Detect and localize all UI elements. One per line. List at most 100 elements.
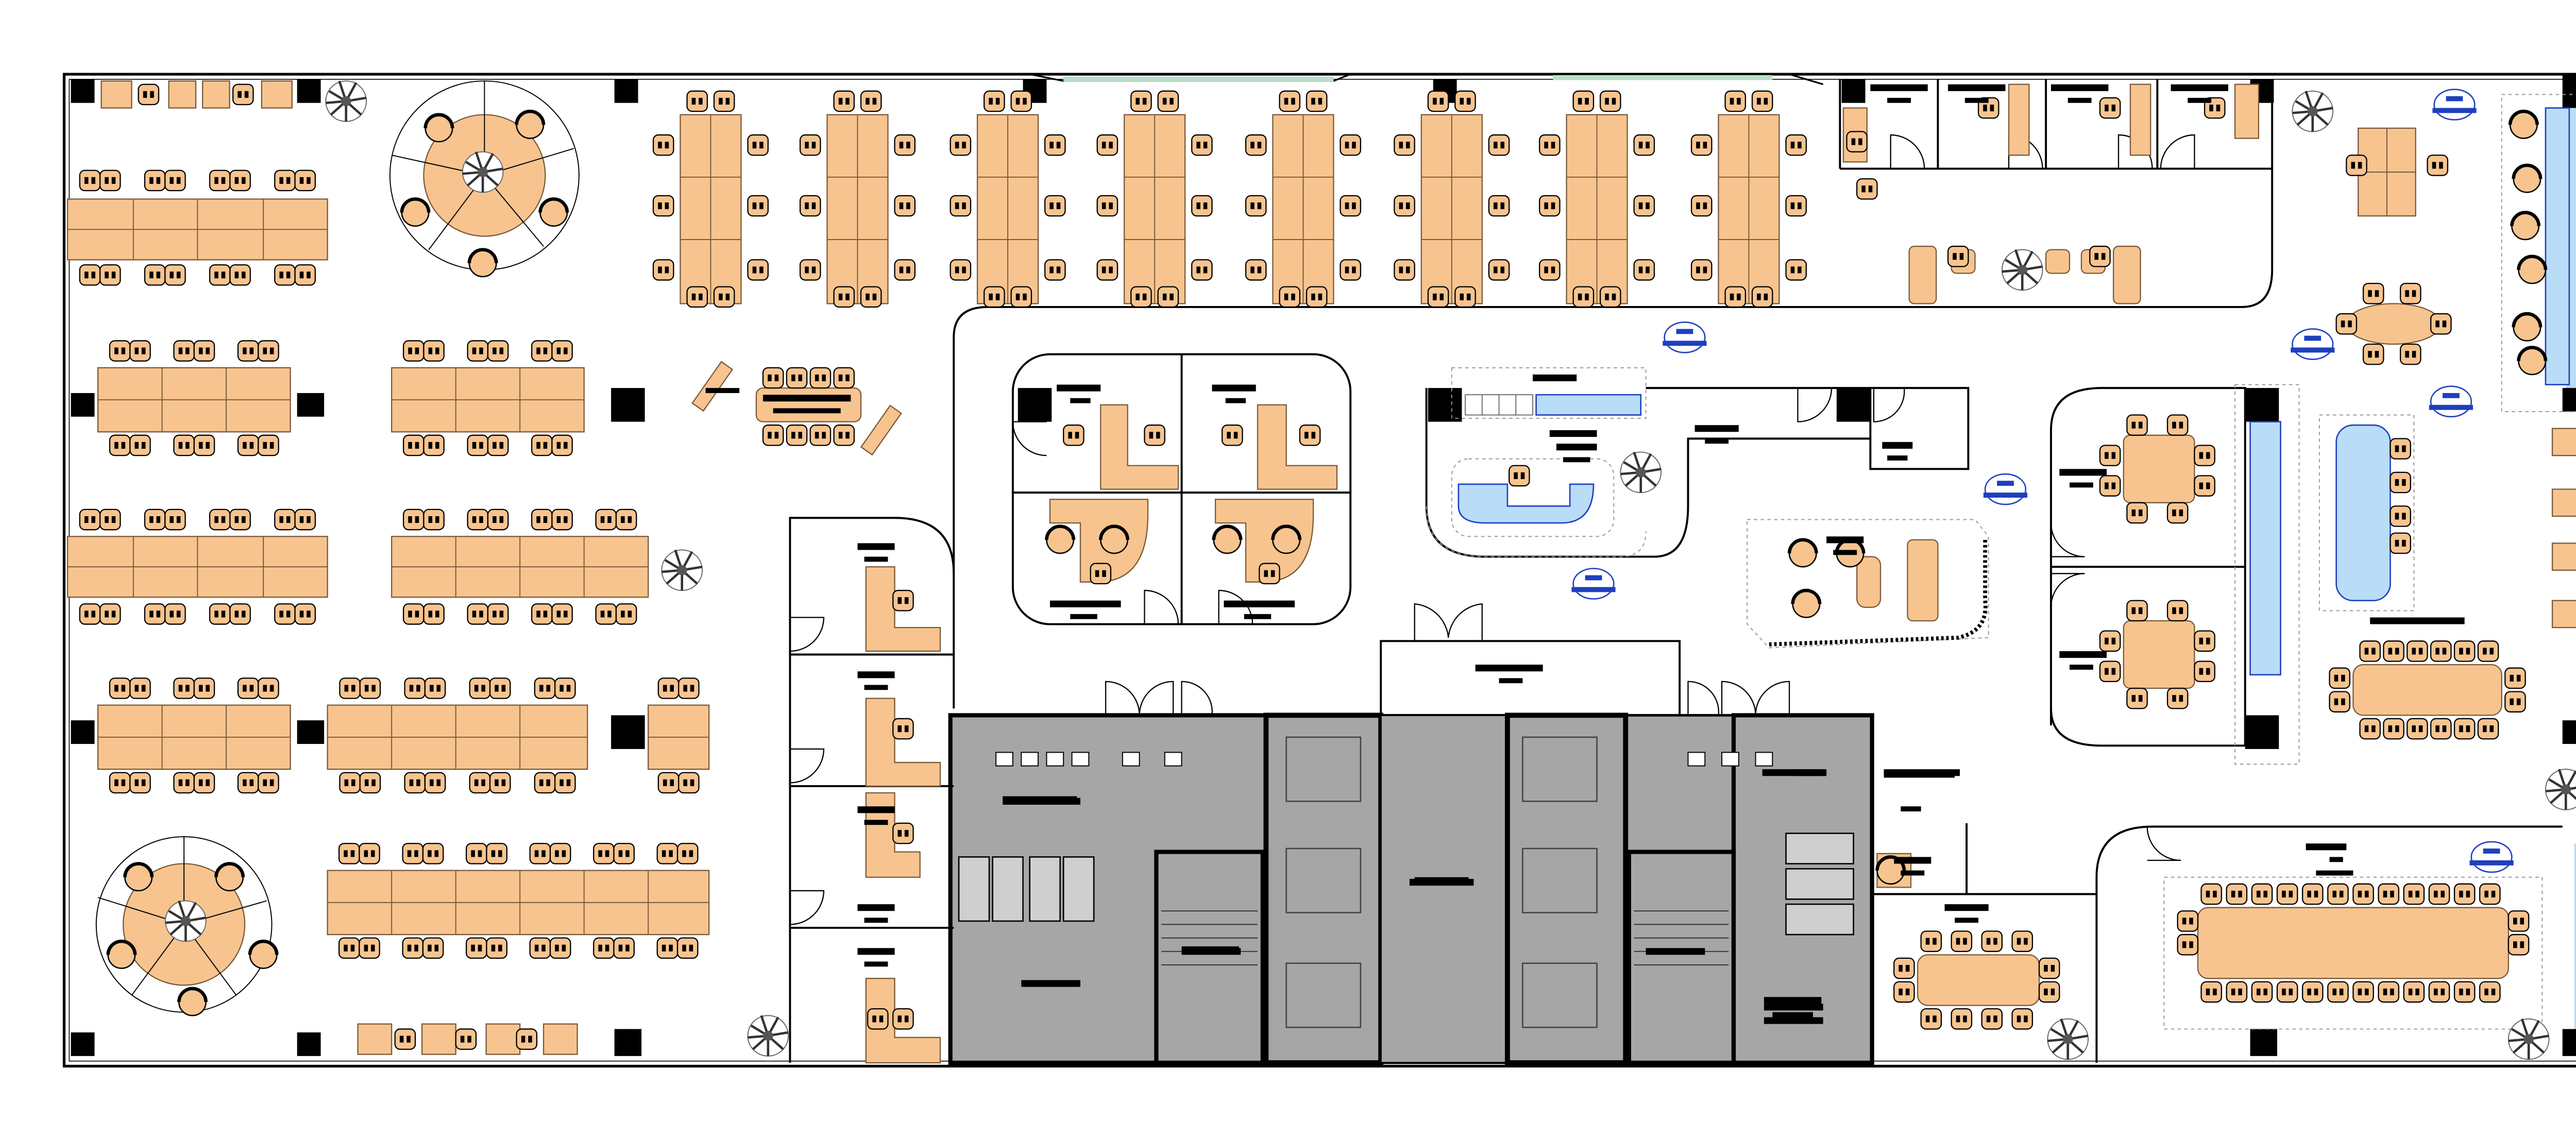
chair-icon <box>1130 286 1153 308</box>
chair-icon <box>2504 667 2527 689</box>
chair-icon <box>229 264 251 286</box>
chair-icon <box>2166 414 2189 436</box>
water-features <box>1458 107 2570 676</box>
chair-icon <box>2359 718 2381 740</box>
chair-icon <box>109 677 131 700</box>
chair-icon <box>786 424 808 447</box>
chair-icon <box>2362 343 2385 365</box>
chair-icon <box>2126 502 2148 524</box>
chair-icon <box>2089 245 2111 268</box>
chair-icon <box>2099 97 2121 119</box>
chair-icon <box>2200 981 2223 1003</box>
chair-icon <box>1572 90 1595 112</box>
chair-icon <box>2301 981 2324 1003</box>
chair-icon <box>193 677 215 700</box>
chair-icon <box>1157 90 1179 112</box>
chair-icon <box>109 340 131 362</box>
chair-icon <box>1010 286 1032 308</box>
chair-icon <box>338 772 361 794</box>
chair-icon <box>2038 957 2060 979</box>
chair-icon <box>2453 981 2476 1003</box>
chair-icon <box>469 677 491 700</box>
chair-icon <box>677 772 700 794</box>
chair-icon <box>2389 471 2412 494</box>
chair-icon <box>2453 640 2476 663</box>
chair-icon <box>1633 259 1655 281</box>
chair-icon <box>531 434 553 456</box>
chair-icon <box>79 169 101 192</box>
chair-icon <box>554 772 577 794</box>
chair-icon <box>2399 282 2422 305</box>
chair-icon <box>2430 640 2452 663</box>
chair-icon <box>1306 90 1328 112</box>
chair-icon <box>1044 195 1066 217</box>
chair-icon <box>2011 1008 2033 1030</box>
chair-icon <box>1089 563 1112 585</box>
chair-icon <box>1393 195 1416 217</box>
chair-icon <box>2345 154 2368 177</box>
chair-icon <box>613 937 635 959</box>
chair-icon <box>892 718 914 740</box>
chair-icon <box>2276 981 2298 1003</box>
chair-icon <box>422 603 445 625</box>
chair-icon <box>422 340 445 362</box>
chair-icon <box>209 603 231 625</box>
chair-icon <box>422 508 445 531</box>
chair-icon <box>892 1008 914 1030</box>
chair-icon <box>2166 600 2189 622</box>
chair-icon <box>2362 282 2385 305</box>
chair-icon <box>403 677 426 700</box>
chair-icon <box>762 367 784 389</box>
chair-icon <box>676 937 699 959</box>
chair-icon <box>422 937 444 959</box>
chair-icon <box>1724 90 1747 112</box>
chair-icon <box>402 603 425 625</box>
chair-icon <box>2453 883 2476 905</box>
chair-icon <box>652 259 674 281</box>
chair-icon <box>402 508 425 531</box>
chair-icon <box>237 434 259 456</box>
chair-icon <box>465 937 488 959</box>
chair-icon <box>402 434 425 456</box>
chair-icon <box>1393 259 1416 281</box>
chair-icon <box>2389 505 2412 528</box>
chair-icon <box>950 195 972 217</box>
chair-icon <box>809 424 832 447</box>
chair-icon <box>983 286 1006 308</box>
chair-icon <box>424 677 446 700</box>
chair-icon <box>592 842 615 865</box>
chair-icon <box>786 367 808 389</box>
chair-icon <box>2328 690 2351 713</box>
chair-icon <box>138 83 160 106</box>
chair-icon <box>686 90 708 112</box>
chair-icon <box>487 508 509 531</box>
chair-icon <box>109 772 131 794</box>
chair-icon <box>164 508 187 531</box>
chair-icon <box>485 842 508 865</box>
chair-icon <box>274 169 296 192</box>
chair-icon <box>1920 1008 1942 1030</box>
chair-icon <box>394 1028 416 1050</box>
chair-icon <box>1306 286 1328 308</box>
chair-icon <box>2406 640 2429 663</box>
chair-icon <box>950 134 972 156</box>
chair-icon <box>860 286 882 308</box>
chair-icon <box>1856 178 1878 200</box>
chair-icon <box>274 603 296 625</box>
chair-icon <box>455 1028 477 1050</box>
chair-icon <box>2403 883 2425 905</box>
chair-icon <box>173 340 195 362</box>
chair-icon <box>833 90 855 112</box>
chair-icon <box>1724 286 1747 308</box>
chair-icon <box>1245 134 1267 156</box>
chair-icon <box>2099 660 2121 683</box>
chair-icon <box>2507 934 2530 956</box>
chair-icon <box>833 286 855 308</box>
chair-icon <box>173 434 195 456</box>
chair-icon <box>799 259 822 281</box>
chair-icon <box>595 603 617 625</box>
chair-icon <box>489 772 511 794</box>
chair-icon <box>465 842 488 865</box>
chair-icon <box>2038 981 2060 1003</box>
chair-icon <box>1785 259 1807 281</box>
